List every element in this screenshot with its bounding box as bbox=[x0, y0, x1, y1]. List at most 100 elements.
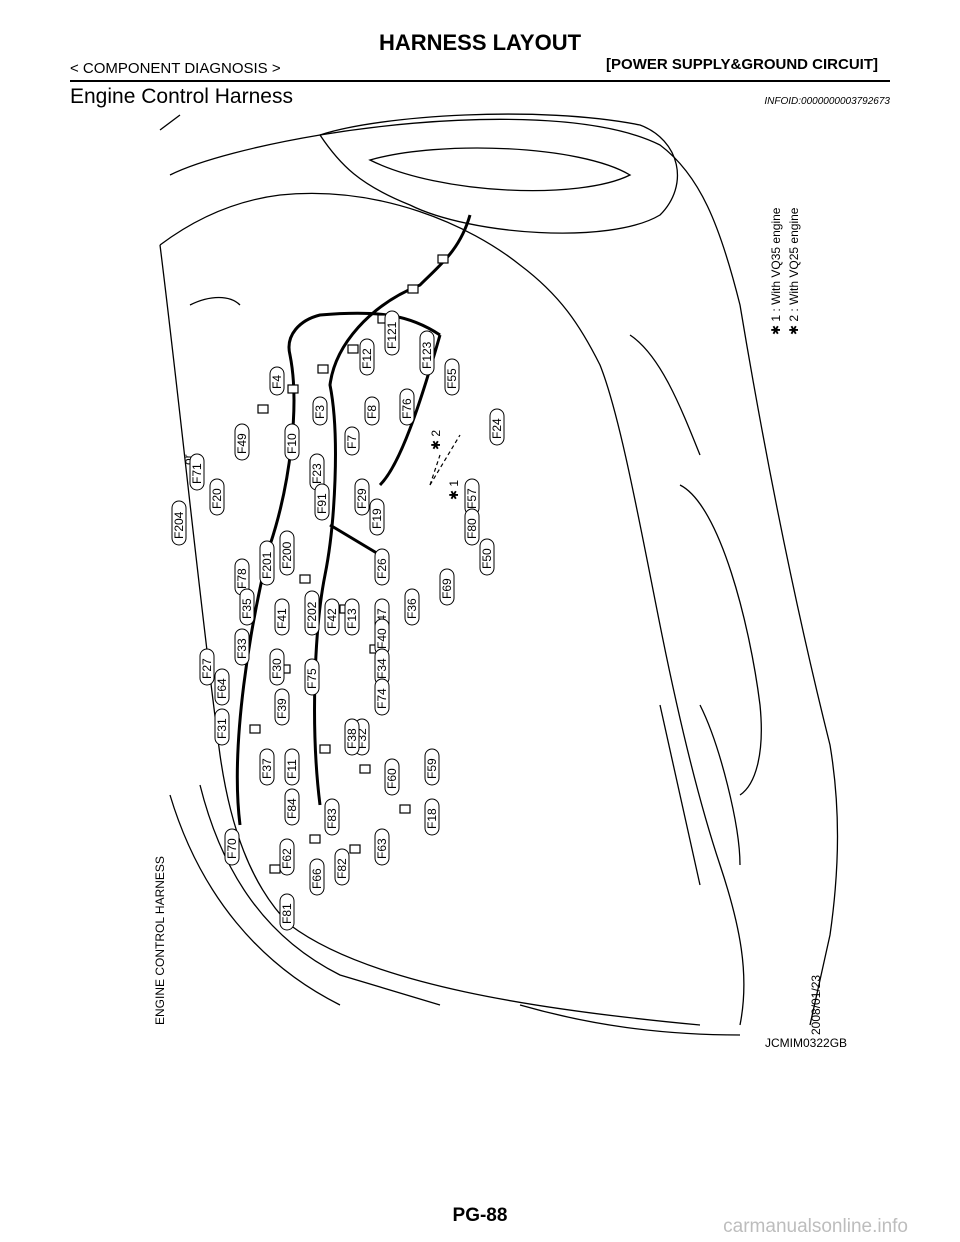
connector-f13: F13 bbox=[344, 598, 360, 636]
connector-f40: F40 bbox=[374, 618, 390, 656]
connector-label: F201 bbox=[260, 551, 274, 579]
connector-f7: F7 bbox=[344, 426, 360, 456]
connector-f49: F49 bbox=[234, 423, 250, 461]
connector-f33: F33 bbox=[234, 628, 250, 666]
harness-trunk bbox=[235, 311, 441, 826]
connector-label: F70 bbox=[225, 838, 239, 859]
connector-label: F50 bbox=[480, 548, 494, 569]
connector-label: F91 bbox=[315, 493, 329, 514]
connector-label: F8 bbox=[365, 405, 379, 419]
connector-label: F59 bbox=[425, 758, 439, 779]
connector-f4: F4 bbox=[269, 366, 285, 396]
connector-f30: F30 bbox=[269, 648, 285, 686]
connector-f59: F59 bbox=[424, 748, 440, 786]
connector-label: F75 bbox=[305, 668, 319, 689]
connector-label: F38 bbox=[345, 728, 359, 749]
connector-f19: F19 bbox=[369, 498, 385, 536]
connector-f80: F80 bbox=[464, 508, 480, 546]
connector-label: F74 bbox=[375, 688, 389, 709]
connector-f82: F82 bbox=[334, 848, 350, 886]
star1-marker: ✱ 1 bbox=[447, 480, 461, 500]
connector-label: F83 bbox=[325, 808, 339, 829]
connector-f10: F10 bbox=[284, 423, 300, 461]
connector-label: F41 bbox=[275, 608, 289, 629]
connector-f63: F63 bbox=[374, 828, 390, 866]
connector-label: F200 bbox=[280, 541, 294, 569]
connector-label: F76 bbox=[400, 398, 414, 419]
connector-label: F84 bbox=[285, 798, 299, 819]
connector-f64: F64 bbox=[214, 668, 230, 706]
legend-line-1: ✱ 1 : With VQ35 engine bbox=[769, 207, 783, 335]
connector-f76: F76 bbox=[399, 388, 415, 426]
connector-f55: F55 bbox=[444, 358, 460, 396]
connector-label: F12 bbox=[360, 348, 374, 369]
connector-f8: F8 bbox=[364, 396, 380, 426]
connector-f29: F29 bbox=[354, 478, 370, 516]
connector-f69: F69 bbox=[439, 568, 455, 606]
connector-f42: F42 bbox=[324, 598, 340, 636]
connector-label: F80 bbox=[465, 518, 479, 539]
connector-f27: F27 bbox=[199, 648, 215, 686]
connector-label: F26 bbox=[375, 558, 389, 579]
connector-f66: F66 bbox=[309, 858, 325, 896]
section-label: [POWER SUPPLY&GROUND CIRCUIT] bbox=[606, 56, 878, 73]
connector-f74: F74 bbox=[374, 678, 390, 716]
connector-label: F27 bbox=[200, 658, 214, 679]
connector-label: F62 bbox=[280, 848, 294, 869]
harness-layout-figure: ENGINE CONTROL HARNESS ✱ 1 : With VQ35 e… bbox=[140, 105, 860, 1060]
connector-f83: F83 bbox=[324, 798, 340, 836]
connector-f37: F37 bbox=[259, 748, 275, 786]
connector-label: F4 bbox=[270, 375, 284, 389]
breadcrumb: < COMPONENT DIAGNOSIS > bbox=[70, 60, 281, 77]
connector-label: F81 bbox=[280, 903, 294, 924]
connector-label: F40 bbox=[375, 628, 389, 649]
connector-label: F33 bbox=[235, 638, 249, 659]
connector-label: F60 bbox=[385, 768, 399, 789]
connector-label: F202 bbox=[305, 601, 319, 629]
connector-label: F13 bbox=[345, 608, 359, 629]
connector-label: F36 bbox=[405, 598, 419, 619]
section-title: Engine Control Harness bbox=[70, 85, 293, 108]
connector-f91: F91 bbox=[314, 483, 330, 521]
or-label: or bbox=[181, 454, 195, 465]
connector-label: F31 bbox=[215, 718, 229, 739]
connector-label: F123 bbox=[420, 341, 434, 369]
connector-label: F55 bbox=[445, 368, 459, 389]
connector-f57: F57 bbox=[464, 478, 480, 516]
connector-label: F42 bbox=[325, 608, 339, 629]
connector-label: F18 bbox=[425, 808, 439, 829]
connector-label: F121 bbox=[385, 321, 399, 349]
legend-line-2: ✱ 2 : With VQ25 engine bbox=[787, 207, 801, 335]
connector-f200: F200 bbox=[279, 530, 295, 576]
connector-f202: F202 bbox=[304, 590, 320, 636]
connector-label: F23 bbox=[310, 463, 324, 484]
connector-label: F35 bbox=[240, 598, 254, 619]
connector-label: F11 bbox=[285, 759, 299, 779]
connector-label: F39 bbox=[275, 698, 289, 719]
connector-label: F19 bbox=[370, 508, 384, 529]
connector-label: F66 bbox=[310, 868, 324, 889]
connector-f78: F78 bbox=[234, 558, 250, 596]
connector-label: F69 bbox=[440, 578, 454, 599]
header-divider bbox=[70, 80, 890, 82]
connector-f3: F3 bbox=[312, 396, 328, 426]
connector-label: F64 bbox=[215, 678, 229, 699]
connector-f41: F41 bbox=[274, 598, 290, 636]
connector-label: F3 bbox=[313, 405, 327, 419]
connector-label: F29 bbox=[355, 488, 369, 509]
connector-f70: F70 bbox=[224, 828, 240, 866]
page-title: HARNESS LAYOUT bbox=[378, 30, 582, 55]
date-label: 2008/01/23 bbox=[809, 975, 823, 1035]
connector-f11: F11 bbox=[284, 748, 300, 786]
connector-label: F71 bbox=[190, 463, 204, 484]
connector-f121: F121 bbox=[384, 310, 400, 356]
connector-f20: F20 bbox=[209, 478, 225, 516]
connector-label: F82 bbox=[335, 858, 349, 879]
connector-label: F24 bbox=[490, 418, 504, 439]
connector-label: F10 bbox=[285, 433, 299, 454]
connector-f39: F39 bbox=[274, 688, 290, 726]
connector-label: F7 bbox=[345, 435, 359, 449]
connector-label: F20 bbox=[210, 488, 224, 509]
connector-f81: F81 bbox=[279, 893, 295, 931]
connector-f71: F71 bbox=[189, 453, 205, 491]
